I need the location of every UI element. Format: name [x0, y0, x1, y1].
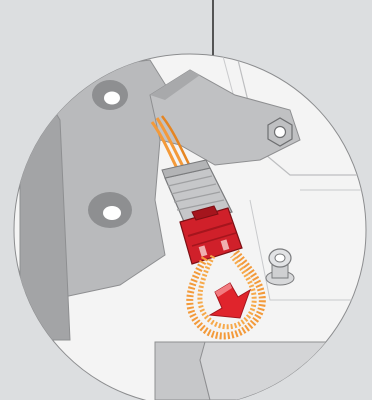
bottom-block-left: [155, 342, 210, 400]
